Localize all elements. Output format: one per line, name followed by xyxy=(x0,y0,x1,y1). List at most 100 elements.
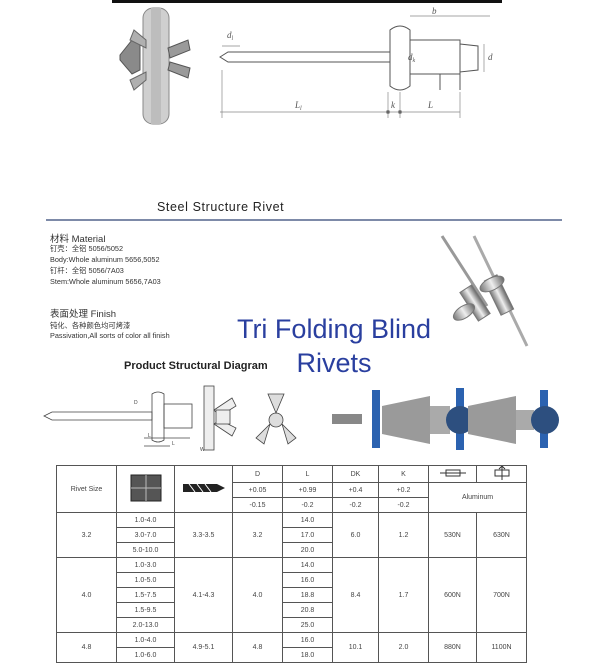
cell-grip: 1.0-4.0 xyxy=(116,512,175,528)
cell-drill: 4.9-5.1 xyxy=(174,632,233,663)
tol-plus-K: +0.2 xyxy=(378,482,429,498)
rivet-side-view xyxy=(219,25,479,91)
shear-strength-icon xyxy=(439,469,466,477)
dim-L1: L xyxy=(294,100,300,110)
header-L: L xyxy=(282,465,333,483)
cell-DK: 10.1 xyxy=(332,632,379,663)
structural-diagram: D L L W xyxy=(43,385,559,453)
cell-shear: 530N xyxy=(428,512,477,558)
material-heading: 材料 Material xyxy=(50,234,106,245)
cell-K: 1.2 xyxy=(378,512,429,558)
rivet-technical-drawing: dl b dk d Ll k L xyxy=(119,6,493,125)
table-row: 1.0-5.0 16.0 xyxy=(57,572,527,588)
tol-minus-K: -0.2 xyxy=(378,497,429,513)
finish-line: Passivation,All sorts of color all finis… xyxy=(50,331,170,340)
installation-sequence-photo xyxy=(332,388,559,450)
diagram-label-L: L xyxy=(148,433,151,439)
svg-text:dl: dl xyxy=(227,30,234,42)
header-tensile-icon xyxy=(476,465,527,483)
dim-L: L xyxy=(427,100,433,110)
cell-K: 2.0 xyxy=(378,632,429,663)
table-row: 1.5-9.5 20.8 xyxy=(57,602,527,618)
drill-bit-icon xyxy=(182,483,225,493)
diagram-tri-fold-view xyxy=(255,393,297,445)
cell-grip: 1.0-4.0 xyxy=(116,632,175,648)
dim-b: b xyxy=(432,6,437,16)
finish-heading: 表面处理 Finish xyxy=(50,309,116,320)
cell-size: 4.8 xyxy=(56,632,117,663)
tol-minus-D: -0.15 xyxy=(232,497,283,513)
cell-grip: 5.0-10.0 xyxy=(116,542,175,558)
dim-k: k xyxy=(391,100,396,110)
header-aluminum: Aluminum xyxy=(428,482,527,513)
tol-minus-L: -0.2 xyxy=(282,497,333,513)
dim-dk: d xyxy=(408,52,413,62)
header-drill-icon xyxy=(174,465,233,513)
tol-minus-DK: -0.2 xyxy=(332,497,379,513)
cell-L: 14.0 xyxy=(282,512,333,528)
cell-D: 4.0 xyxy=(232,557,283,633)
cell-shear: 880N xyxy=(428,632,477,663)
cell-shear: 600N xyxy=(428,557,477,633)
tol-plus-L: +0.99 xyxy=(282,482,333,498)
cell-size: 3.2 xyxy=(56,512,117,558)
cell-L: 20.8 xyxy=(282,602,333,618)
cell-L: 18.0 xyxy=(282,647,333,663)
diagram-side-view xyxy=(43,391,193,447)
material-line: 钉壳：全铝 5056/5052 xyxy=(50,244,124,253)
diagram-title: Product Structural Diagram xyxy=(124,360,268,372)
dim-d: d xyxy=(488,52,493,62)
table-row: 2.0-13.0 25.0 xyxy=(57,617,527,633)
cell-L: 20.0 xyxy=(282,542,333,558)
diagram-installed-view xyxy=(203,385,237,451)
cell-L: 18.8 xyxy=(282,587,333,603)
cell-grip: 1.0-3.0 xyxy=(116,557,175,573)
cell-grip: 2.0-13.0 xyxy=(116,617,175,633)
tol-plus-D: +0.05 xyxy=(232,482,283,498)
cell-grip: 1.0-5.0 xyxy=(116,572,175,588)
installed-rivet-section xyxy=(119,7,191,125)
section-rule xyxy=(46,219,562,221)
header-shear-icon xyxy=(428,465,477,483)
cell-size: 4.0 xyxy=(56,557,117,633)
cell-grip: 1.5-9.5 xyxy=(116,602,175,618)
cell-tensile: 1100N xyxy=(476,632,527,663)
cell-L: 25.0 xyxy=(282,617,333,633)
product-name-overlay: Tri Folding Blind Rivets xyxy=(224,312,444,380)
cell-grip: 1.5-7.5 xyxy=(116,587,175,603)
tensile-strength-icon xyxy=(494,465,509,480)
svg-text:Ll: Ll xyxy=(294,100,302,112)
cell-L: 16.0 xyxy=(282,632,333,648)
svg-text:dk: dk xyxy=(408,52,416,64)
cell-D: 3.2 xyxy=(232,512,283,558)
cell-L: 14.0 xyxy=(282,557,333,573)
top-frame-rule xyxy=(112,0,502,3)
table-row: 4.0 1.0-3.0 4.1-4.3 4.0 14.0 8.4 1.7 600… xyxy=(56,557,527,633)
diagram-label-D: D xyxy=(134,400,138,406)
cell-K: 1.7 xyxy=(378,557,429,633)
section-title: Steel Structure Rivet xyxy=(157,200,285,214)
cell-grip: 1.0-6.0 xyxy=(116,647,175,663)
cell-drill: 4.1-4.3 xyxy=(174,557,233,633)
cell-grip: 3.0-7.0 xyxy=(116,527,175,543)
cell-drill: 3.3-3.5 xyxy=(174,512,233,558)
finish-line: 钝化、各种颜色均可烤漆 xyxy=(50,321,131,330)
cell-D: 4.8 xyxy=(232,632,283,663)
header-DK: DK xyxy=(332,465,379,483)
header-D: D xyxy=(232,465,283,483)
cell-tensile: 630N xyxy=(476,512,527,558)
material-line: Body:Whole aluminum 5656,5052 xyxy=(50,255,160,264)
cell-DK: 8.4 xyxy=(332,557,379,633)
rivet-head-icon xyxy=(130,474,161,502)
header-head-icon xyxy=(116,465,175,513)
cell-L: 17.0 xyxy=(282,527,333,543)
spec-table: Rivet Size D L DK K +0.05 +0.99 +0.4 +0.… xyxy=(56,465,527,663)
dim-d1: d xyxy=(227,30,232,40)
cell-L: 16.0 xyxy=(282,572,333,588)
cell-tensile: 700N xyxy=(476,557,527,633)
overlay-line-1: Tri Folding Blind xyxy=(236,314,432,344)
overlay-line-2: Rivets xyxy=(296,348,372,378)
tol-plus-DK: +0.4 xyxy=(332,482,379,498)
material-line: 钉杆：全铝 5056/7A03 xyxy=(50,266,124,275)
material-line: Stem:Whole aluminum 5656,7A03 xyxy=(50,277,161,286)
